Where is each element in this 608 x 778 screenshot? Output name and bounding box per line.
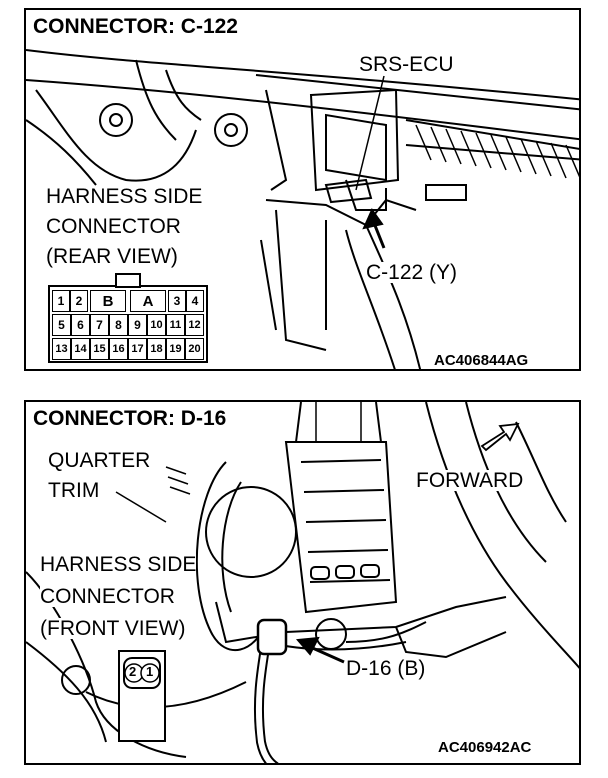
connector-c122-panel: CONNECTOR: C-122 SRS-ECU HARNESS SIDE CO… — [24, 8, 581, 371]
d16-vehicle-illustration — [26, 402, 579, 763]
quarter-trim-label-line2: TRIM — [48, 479, 100, 502]
c122-pin-20: 20 — [185, 338, 204, 360]
c122-pin-15: 15 — [90, 338, 109, 360]
c122-pin-A: A — [130, 290, 166, 312]
c122-title: CONNECTOR: C-122 — [30, 16, 241, 37]
d16-callout: D-16 (B) — [346, 657, 426, 680]
forward-label: FORWARD — [416, 469, 524, 492]
c122-callout: C-122 (Y) — [366, 261, 458, 284]
c122-pin-14: 14 — [71, 338, 90, 360]
c122-pin-19: 19 — [166, 338, 185, 360]
c122-pin-18: 18 — [147, 338, 166, 360]
c122-vehicle-illustration — [26, 49, 579, 369]
c122-pin-6: 6 — [71, 314, 90, 336]
quarter-trim-label-line1: QUARTER — [48, 449, 151, 472]
c122-pin-11: 11 — [166, 314, 185, 336]
d16-ref-code: AC406942AC — [438, 739, 532, 756]
c122-pin-3: 3 — [168, 290, 186, 312]
c122-harness-label-line3: (REAR VIEW) — [46, 245, 178, 268]
d16-pin-1: 1 — [146, 664, 154, 679]
d16-harness-label-line1: HARNESS SIDE — [40, 553, 197, 576]
c122-pin-8: 8 — [109, 314, 128, 336]
c122-pin-4: 4 — [186, 290, 204, 312]
c122-pin-1: 1 — [52, 290, 70, 312]
connector-d16-panel: CONNECTOR: D-16 QUARTER TRIM FORWARD HAR… — [24, 400, 581, 765]
c122-harness-label-line2: CONNECTOR — [46, 215, 181, 238]
c122-pin-13: 13 — [52, 338, 71, 360]
d16-title: CONNECTOR: D-16 — [30, 408, 230, 429]
c122-pin-9: 9 — [128, 314, 147, 336]
srs-ecu-label: SRS-ECU — [359, 53, 454, 76]
c122-harness-label-line1: HARNESS SIDE — [46, 185, 203, 208]
c122-pin-10: 10 — [147, 314, 166, 336]
c122-pin-2: 2 — [70, 290, 88, 312]
c122-pin-5: 5 — [52, 314, 71, 336]
c122-pin-7: 7 — [90, 314, 109, 336]
d16-connector-face: 2 1 — [118, 650, 166, 742]
c122-connector-face: 1 2 B A 3 4 5 6 7 8 9 10 11 12 13 14 15 … — [48, 272, 208, 364]
c122-pin-B: B — [90, 290, 126, 312]
d16-connector-outline — [118, 650, 166, 742]
c122-ref-code: AC406844AG — [434, 352, 529, 369]
c122-pin-16: 16 — [109, 338, 128, 360]
d16-pin-2: 2 — [129, 664, 137, 679]
d16-harness-label-line2: CONNECTOR — [40, 585, 175, 608]
c122-pin-17: 17 — [128, 338, 147, 360]
d16-harness-label-line3: (FRONT VIEW) — [40, 617, 186, 640]
c122-pin-12: 12 — [185, 314, 204, 336]
